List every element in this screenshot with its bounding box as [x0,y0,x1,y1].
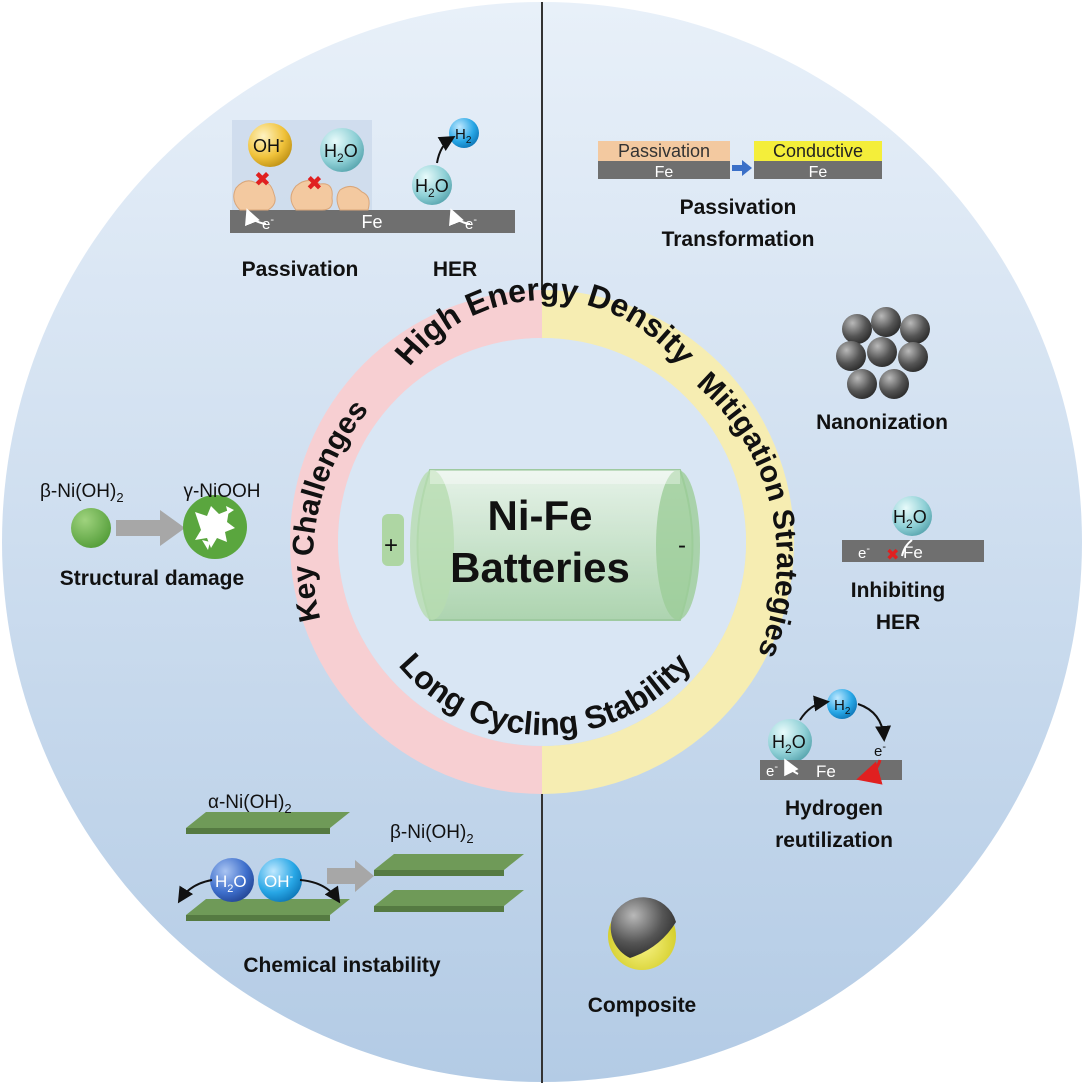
blocked-x-icon: ✖ [254,169,271,191]
beta-nioh2-label: β-Ni(OH)2 [40,481,124,505]
electron-label-her: e- [465,214,477,233]
center-title-line2: Batteries [450,544,630,591]
hydrogen-reutilization-caption-2: reutilization [775,829,893,852]
battery-minus-sign: - [678,532,686,559]
h2-label-reutilization: H2 [834,697,851,717]
ring-right-half [542,290,794,794]
fe-label-right: Fe [809,164,828,181]
conductive-layer-label: Conductive [773,141,863,161]
passivation-transformation-caption-1: Passivation [680,196,797,219]
electron-label-passivation: e- [262,214,274,233]
h2o-label-passivation: H2O [324,141,358,165]
alpha-nioh2-label: α-Ni(OH)2 [208,792,292,816]
oh-label-chemical: OH- [264,871,294,891]
composite-caption: Composite [588,994,697,1017]
transform-arrow [116,510,185,546]
h2o-label-inhibiting: H2O [893,507,927,531]
chemical-instability-panel [177,812,524,921]
nanonization-caption: Nanonization [816,411,948,434]
passivation-her-panel: ✖ ✖ [230,118,515,233]
chemical-transform-arrow [327,860,374,892]
alpha-layer-bottom [186,899,350,915]
blocked-x-icon: ✖ [886,547,899,564]
passivation-transformation-caption-2: Transformation [662,228,815,251]
fe-bar-passivation [230,210,515,233]
beta-nioh2-chem-label: β-Ni(OH)2 [390,822,474,846]
passivation-caption: Passivation [242,258,359,281]
electron-label-reutilization-right: e- [874,741,886,760]
inhibiting-her-panel: ✖ [842,496,984,564]
electron-label-reutilization-left: e- [766,761,778,780]
passivation-transformation-panel [598,141,882,179]
fe-label-reutilization: Fe [816,762,836,781]
chemical-instability-caption: Chemical instability [243,954,441,977]
fe-label-inhibiting: Fe [903,543,923,562]
beta-layer-top [374,854,524,870]
passivation-layer-label: Passivation [618,141,710,161]
battery-icon [382,469,700,621]
beta-layer-bottom [374,890,524,906]
composite-sphere-icon [608,897,676,970]
h2o-label-chemical: H2O [215,872,247,895]
h2o-label-reutilization: H2O [772,732,806,756]
gamma-niooh-label: γ-NiOOH [183,481,260,502]
inhibiting-her-caption-1: Inhibiting [851,579,945,602]
h2-label-her: H2 [455,126,472,146]
structural-damage-caption: Structural damage [60,567,244,590]
h2o-label-her: H2O [415,176,449,200]
oh-ion-label: OH- [253,133,284,156]
electron-label-inhibiting: e- [858,543,870,562]
her-caption: HER [433,258,477,281]
hydrogen-reutilization-panel [760,689,902,785]
structural-damage-panel [71,495,247,559]
beta-nioh2-sphere [71,508,111,548]
inhibiting-her-caption-2: HER [876,611,920,634]
nanoparticle-cluster-icon [836,307,930,399]
hydrogen-reutilization-caption-1: Hydrogen [785,797,883,820]
fe-label-passivation: Fe [361,212,382,232]
ring-left-half [290,290,542,794]
battery-plus-sign: + [384,532,398,559]
blocked-x-icon: ✖ [306,173,323,195]
alpha-layer-top [186,812,350,828]
fe-label-left: Fe [655,164,674,181]
center-title-line1: Ni-Fe [488,492,593,539]
transformation-arrow [732,160,752,176]
